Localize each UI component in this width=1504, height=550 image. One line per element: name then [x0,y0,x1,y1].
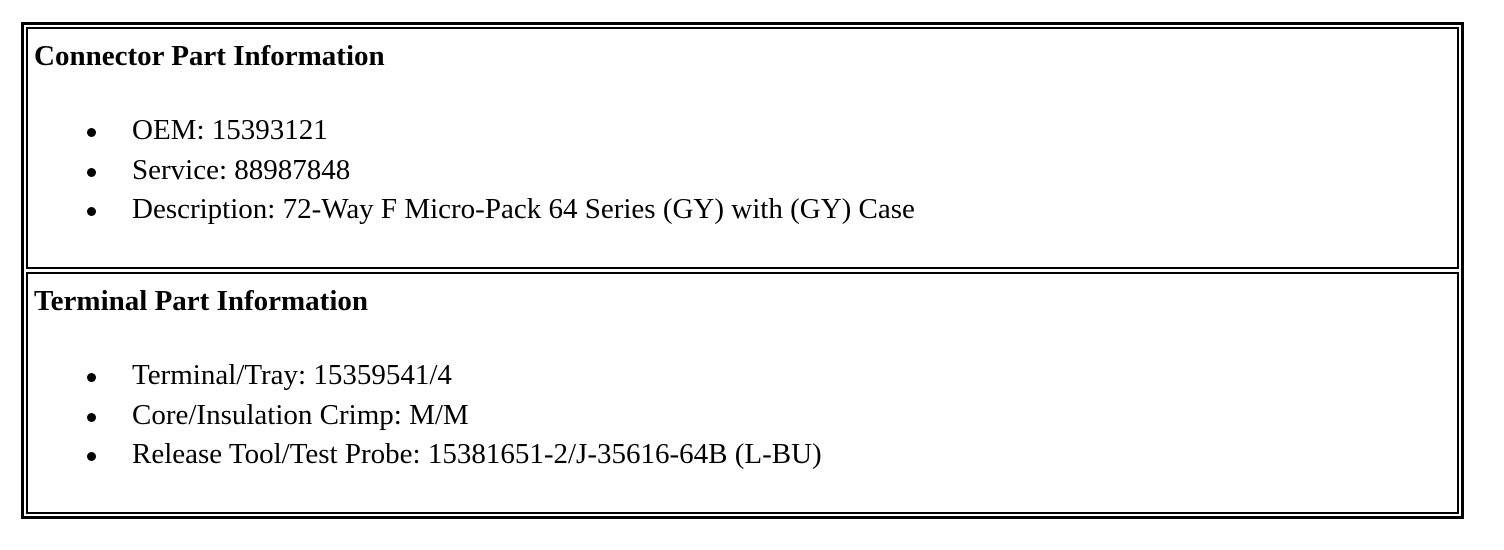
bullet-icon [87,452,96,461]
info-table: Connector Part Information OEM: 15393121… [21,22,1464,519]
bullet-icon [87,128,96,137]
description-item-text: Description: 72-Way F Micro-Pack 64 Seri… [132,193,915,225]
bullet-icon [87,207,96,216]
bullet-icon [87,412,96,422]
list-item: Core/Insulation Crimp: M/M [34,396,1451,436]
release-tool-item-text: Release Tool/Test Probe: 15381651-2/J-35… [132,438,822,470]
bullet-icon [87,373,96,382]
connector-part-info-cell: Connector Part Information OEM: 15393121… [26,27,1459,269]
terminal-part-info-cell: Terminal Part Information Terminal/Tray:… [26,272,1459,514]
service-item-text: Service: 88987848 [132,153,351,186]
crimp-item-text: Core/Insulation Crimp: M/M [132,398,469,431]
bullet-icon [87,167,96,177]
list-item: Description: 72-Way F Micro-Pack 64 Seri… [34,190,1451,230]
list-item: Terminal/Tray: 15359541/4 [34,356,1451,396]
connector-part-info-heading: Connector Part Information [34,40,385,72]
list-item: OEM: 15393121 [34,111,1451,151]
terminal-tray-item-text: Terminal/Tray: 15359541/4 [132,359,452,391]
oem-item-text: OEM: 15393121 [132,114,328,146]
terminal-part-info-list: Terminal/Tray: 15359541/4 Core/Insulatio… [34,356,1451,475]
connector-part-info-list: OEM: 15393121 Service: 88987848 Descript… [34,111,1451,230]
list-item: Release Tool/Test Probe: 15381651-2/J-35… [34,435,1451,475]
list-item: Service: 88987848 [34,151,1451,191]
terminal-part-info-heading: Terminal Part Information [34,285,369,317]
